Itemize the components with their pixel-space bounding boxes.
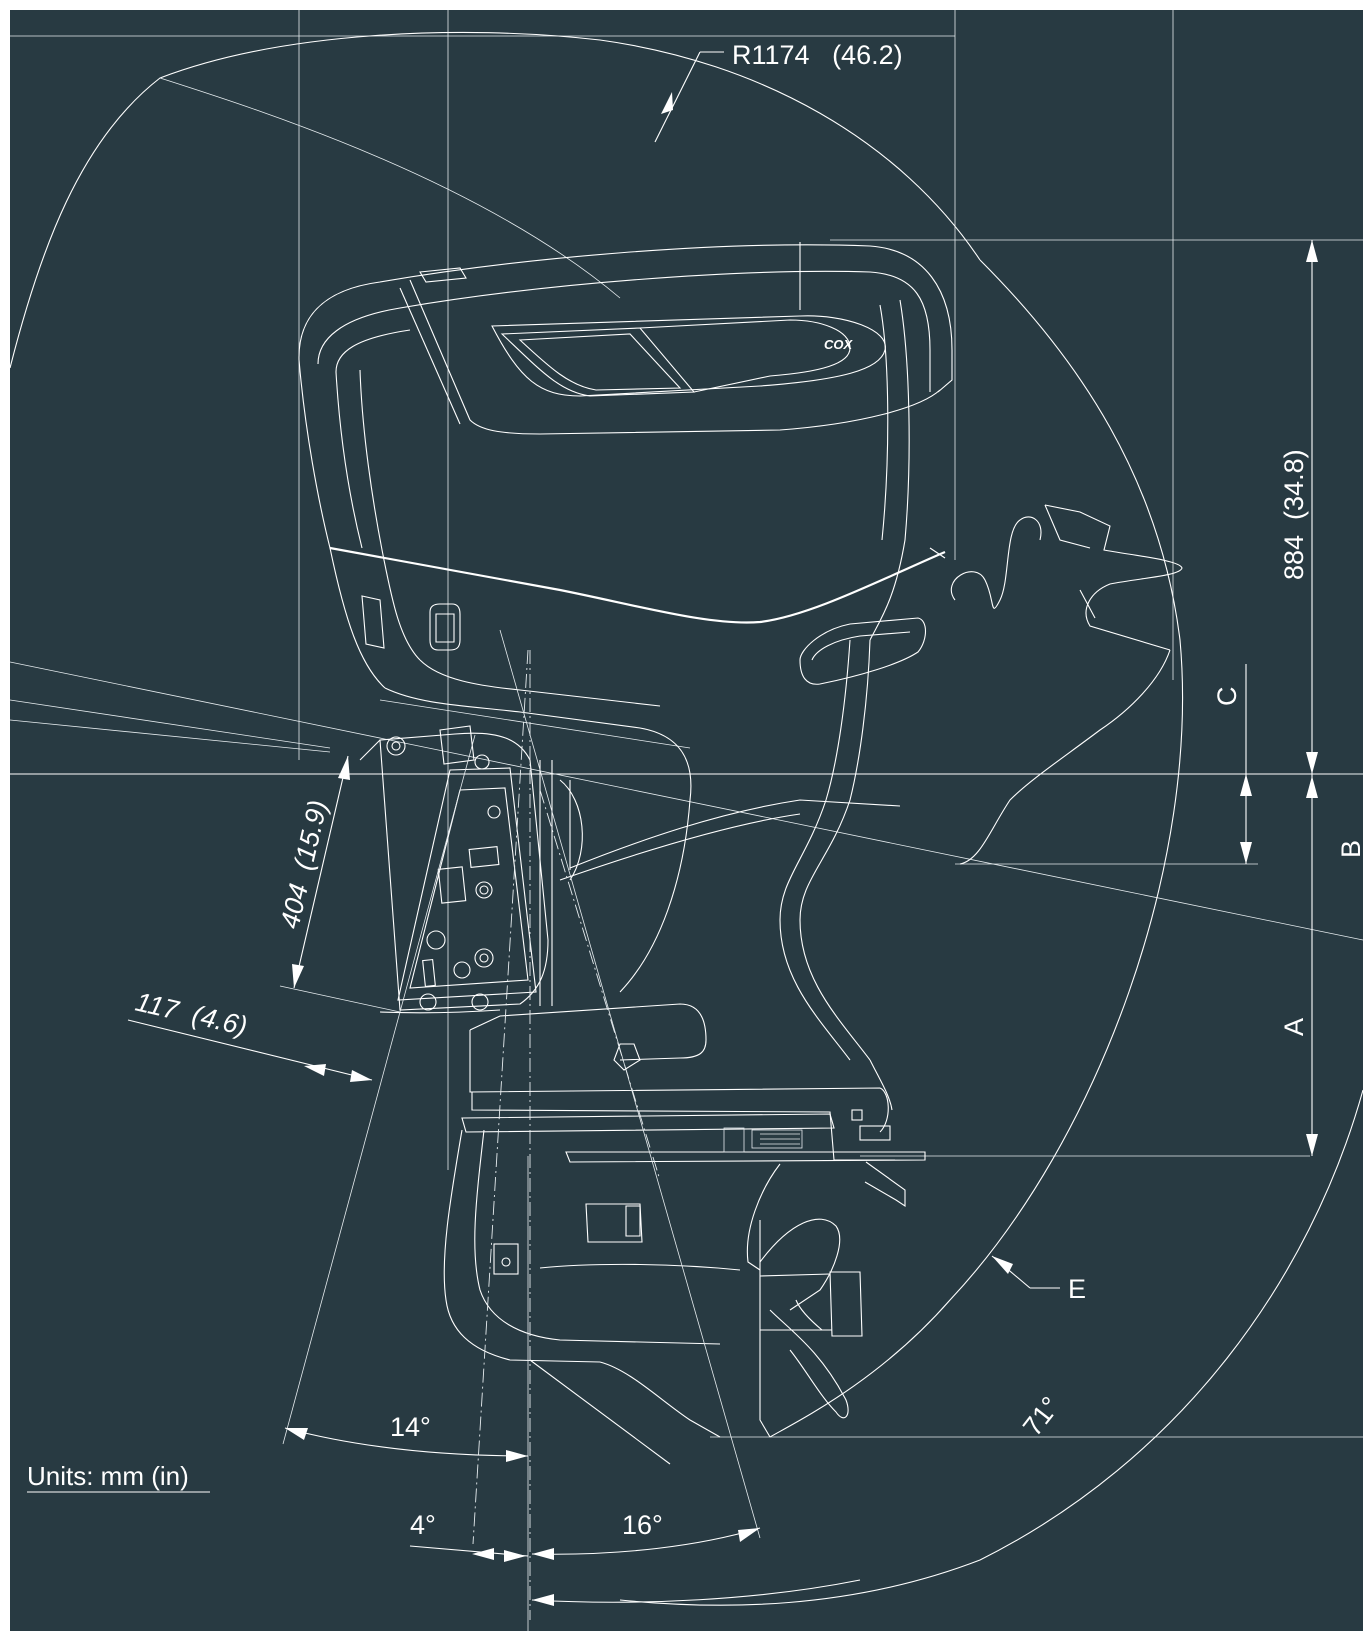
vent-grille (723, 1109, 891, 1153)
angle-16-label: 16° (622, 1510, 663, 1540)
dimension-c: C (1212, 664, 1252, 864)
dimension-e: E (991, 1255, 1086, 1304)
radius-label: R1174 (46.2) (732, 40, 903, 70)
dim-a-label: A (1279, 1018, 1309, 1036)
tilt-axis-lines (282, 629, 761, 1631)
dimension-a: A (1279, 774, 1318, 1156)
tilt-arcs (10, 31, 1363, 1606)
drawing-frame: COX (10, 10, 1363, 1631)
angle-4: 4° (409, 1510, 529, 1562)
dim-c-label: C (1212, 687, 1242, 707)
angle-14: 14° (284, 1412, 529, 1462)
units-note: Units: mm (in) (27, 1461, 210, 1493)
angle-16: 16° (531, 1510, 761, 1560)
angle-14-label: 14° (390, 1412, 431, 1442)
drawing-background (10, 10, 1363, 1631)
units-label: Units: mm (in) (27, 1461, 189, 1491)
height-label: 884 (34.8) (1279, 449, 1309, 580)
angle-4-label: 4° (410, 1510, 436, 1540)
reference-lines (10, 10, 1363, 1438)
transom-bracket (359, 725, 549, 1014)
dim-e-label: E (1068, 1274, 1086, 1304)
outboard-dimension-drawing: COX (10, 10, 1363, 1631)
dimension-radius: R1174 (46.2) (654, 40, 903, 143)
lower-unit (443, 1003, 926, 1465)
dimension-height: 884 (34.8) (1279, 240, 1318, 774)
brand-mark: COX (824, 337, 854, 352)
hand-sketch (950, 504, 1183, 865)
dim-b-label: B (1336, 840, 1363, 858)
engine-cowling: COX (298, 242, 953, 1061)
dimension-b: B (1336, 773, 1363, 858)
